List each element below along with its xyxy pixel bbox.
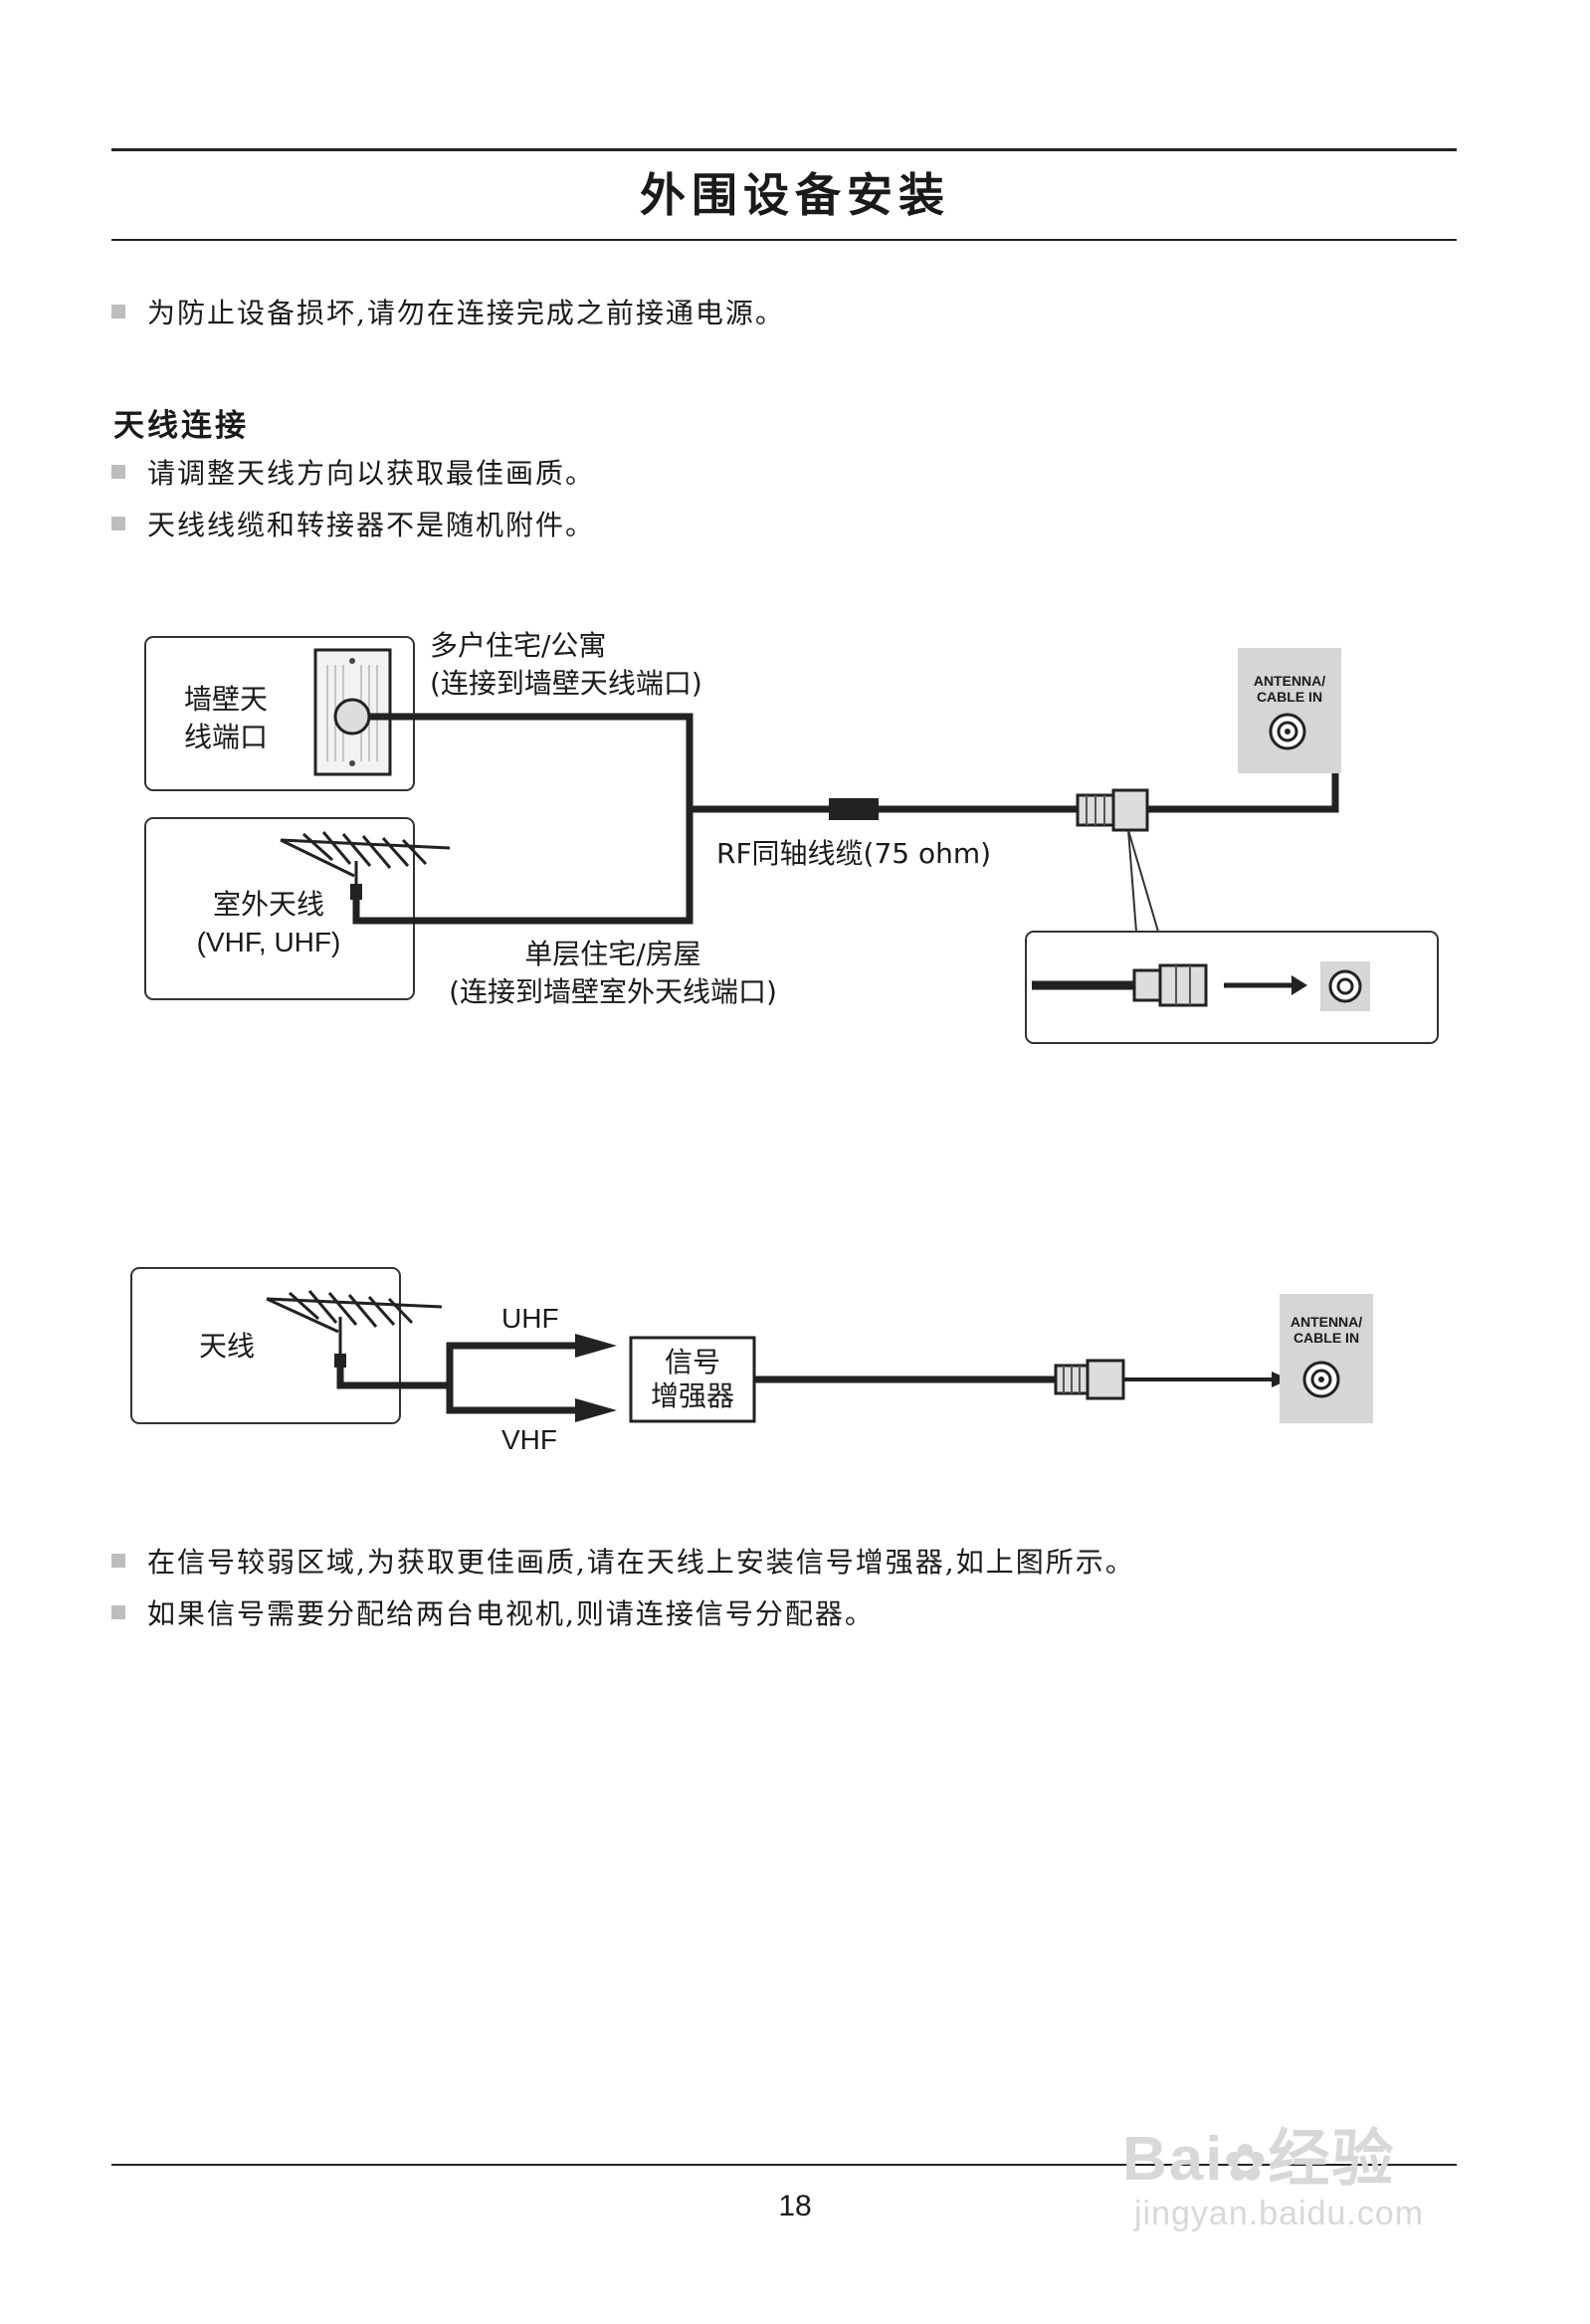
tv-port-panel [1238,648,1341,773]
watermark-url: jingyan.baidu.com [1134,2195,1425,2232]
port-label-line1: ANTENNA/ [1290,1314,1363,1330]
wall-jack-label: 墙壁天 线端口 [184,681,268,756]
outdoor-antenna-label-line2: (VHF, UHF) [196,927,341,957]
watermark: Bai✿经验 [1122,2108,1395,2198]
signal-amplifier-box [629,1336,756,1423]
antenna-feed-cable [336,1368,450,1389]
multi-family-label-line1: 多户住宅/公寓 [430,629,607,662]
section-bullet-text: 请调整天线方向以获取最佳画质。 [147,457,596,490]
wall-jack-connector-icon [333,698,371,736]
bullet-square-icon [111,517,125,530]
port-label: ANTENNA/ CABLE IN [1244,673,1335,705]
outdoor-antenna-label-line1: 室外天线 [212,888,324,921]
wall-jack-label-line1: 墙壁天 [184,683,269,716]
bullet-square-icon [111,1605,125,1619]
bullet-square-icon [111,1554,125,1568]
section-bullet: 请调整天线方向以获取最佳画质。 [111,456,595,492]
bullet-square-icon [111,465,125,479]
port-label-line1: ANTENNA/ [1253,673,1326,689]
antenna-box [130,1267,401,1424]
section-bullet: 天线线缆和转接器不是随机附件。 [111,508,595,543]
outdoor-antenna-cable [352,808,694,925]
yagi-antenna-icon [266,1290,443,1364]
wall-jack-label-line2: 线端口 [184,721,269,753]
vhf-label: VHF [501,1424,557,1455]
port-label: ANTENNA/ CABLE IN [1282,1314,1371,1346]
outdoor-antenna-label: 室外天线 (VHF, UHF) [164,886,373,961]
bullet-square-icon [111,305,125,318]
page-title: 外围设备安装 [640,168,950,222]
bottom-bullet: 如果信号需要分配给两台电视机,则请连接信号分配器。 [111,1596,875,1632]
tv-port-panel [1280,1294,1373,1423]
paw-icon: ✿ [1224,2135,1269,2191]
top-rule [111,148,1457,151]
uhf-arrow-icon [575,1334,617,1358]
page-number: 18 [778,2190,812,2222]
intro-bullet-text: 为防止设备损坏,请勿在连接完成之前接通电源。 [147,297,785,329]
amplifier-label: 信号 增强器 [631,1346,754,1413]
port-label-line2: CABLE IN [1256,689,1323,705]
section-heading: 天线连接 [113,408,249,444]
port-label-line2: CABLE IN [1292,1330,1360,1346]
outdoor-antenna-box [144,817,415,1000]
title-underline [111,239,1457,241]
cable-ferrite-icon [829,798,879,820]
amplifier-label-line2: 增强器 [650,1379,734,1412]
multi-family-label: 多户住宅/公寓 (连接到墙壁天线端口) [430,627,702,703]
bottom-bullet: 在信号较弱区域,为获取更佳画质,请在天线上安装信号增强器,如上图所示。 [111,1545,1135,1581]
amplifier-label-line1: 信号 [664,1346,720,1378]
multi-family-label-line2: (连接到墙壁天线端口) [430,667,702,700]
rf-cable-label: RF同轴线缆(75 ohm) [716,837,992,870]
intro-bullet: 为防止设备损坏,请勿在连接完成之前接通电源。 [111,296,785,331]
uhf-label: UHF [501,1303,559,1334]
watermark-brand: Bai [1122,2125,1225,2194]
single-family-label: 单层住宅/房屋 (连接到墙壁室外天线端口) [428,936,798,1011]
bottom-bullet-text: 在信号较弱区域,为获取更佳画质,请在天线上安装信号增强器,如上图所示。 [147,1546,1135,1579]
f-connector-icon [1054,1359,1125,1400]
vhf-arrow-icon [575,1398,617,1422]
f-connector-icon [1076,788,1149,832]
watermark-brand-suffix: 经验 [1268,2125,1396,2194]
bottom-bullet-text: 如果信号需要分配给两台电视机,则请连接信号分配器。 [147,1597,875,1630]
section-bullet-text: 天线线缆和转接器不是随机附件。 [147,509,596,541]
single-family-label-line2: (连接到墙壁室外天线端口) [449,975,777,1008]
antenna-label: 天线 [199,1330,256,1363]
yagi-antenna-icon [280,831,451,896]
single-family-label-line1: 单层住宅/房屋 [524,938,701,970]
wall-jack-cable [370,713,694,808]
